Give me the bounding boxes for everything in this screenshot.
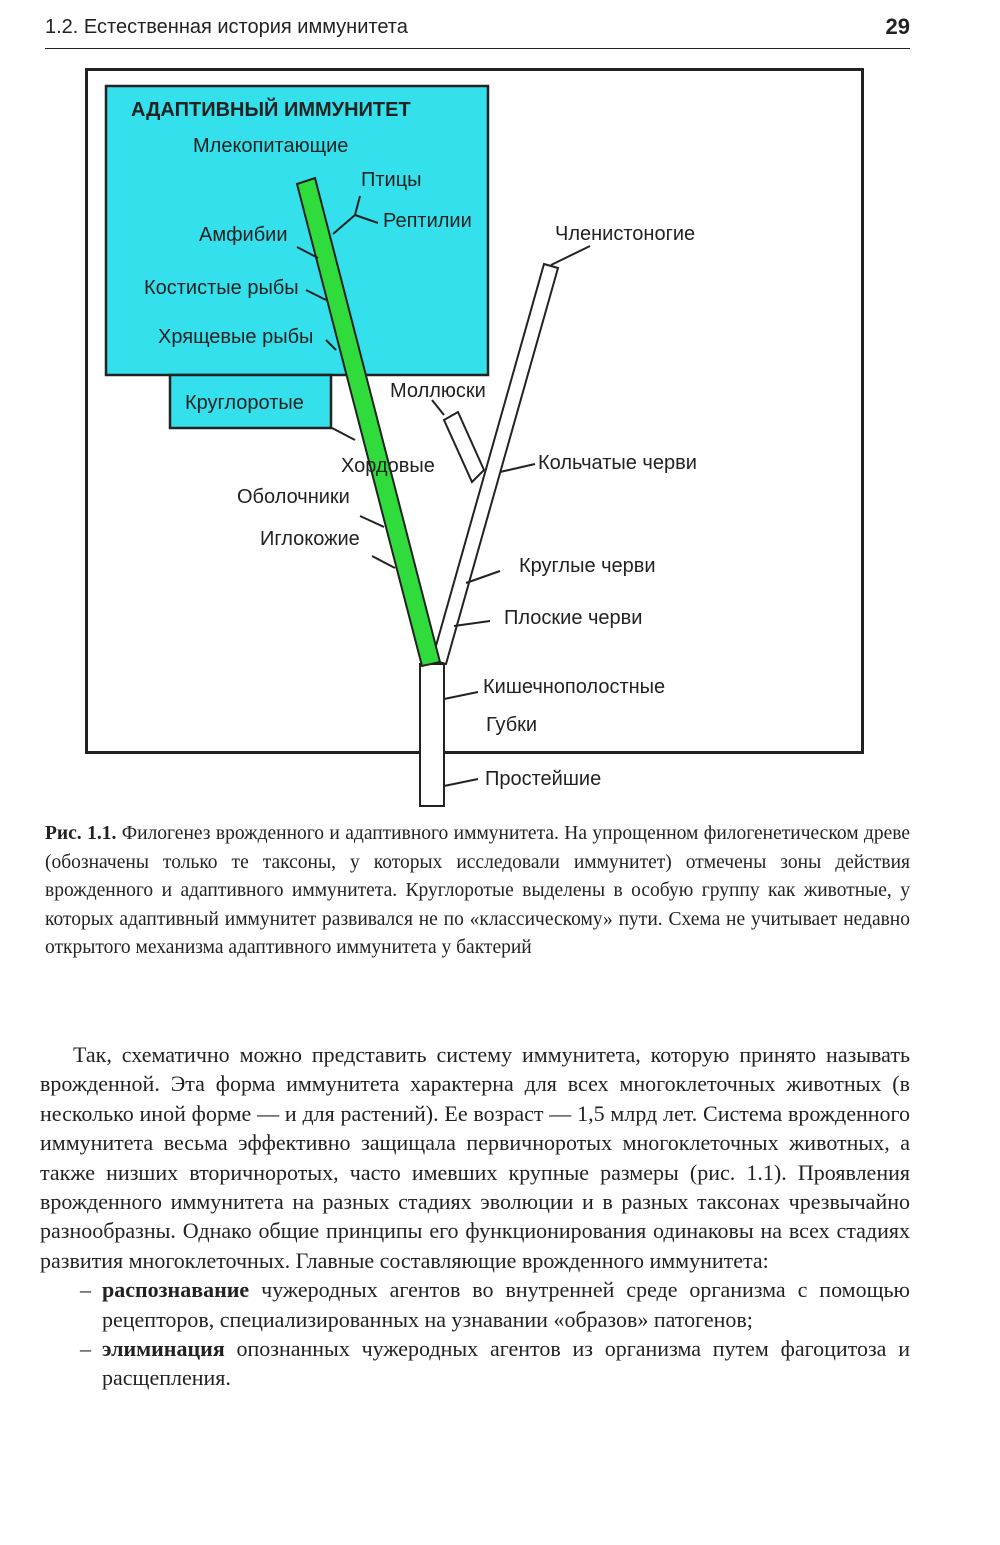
list-text: чужеродных агентов во внутренней среде о… (102, 1277, 910, 1332)
label-protozoa: Простейшие (485, 768, 601, 790)
label-cnidarians: Кишечнополостные (483, 676, 665, 698)
invertebrate-branch (430, 262, 560, 666)
list-term: элиминация (102, 1336, 225, 1362)
body-paragraph: Так, схематично можно представить систем… (40, 1042, 910, 1273)
tree-trunk (419, 663, 445, 807)
label-reptiles: Рептилии (383, 210, 472, 232)
list-text: опознанных чужеродных агентов из организ… (102, 1336, 910, 1391)
label-flatworms: Плоские черви (504, 607, 642, 629)
label-bony-fish: Костистые рыбы (144, 277, 299, 299)
list-dash: – (80, 1277, 91, 1303)
label-mammals: Млекопитающие (193, 135, 348, 157)
label-cyclostomes: Круглоротые (185, 392, 304, 414)
section-title: 1.2. Естественная история иммунитета (45, 16, 408, 38)
list-dash: – (80, 1336, 91, 1362)
label-birds: Птицы (361, 169, 422, 191)
label-molluscs: Моллюски (390, 380, 486, 402)
list-item: – элиминация опознанных чужеродных агент… (40, 1334, 910, 1393)
figure-frame (85, 68, 864, 754)
vertebrate-branch (295, 176, 442, 668)
body-text: Так, схематично можно представить систем… (40, 1040, 910, 1393)
figure-caption: Рис. 1.1. Филогенез врожденного и адапти… (45, 820, 910, 963)
components-list: – распознавание чужеродных агентов во вн… (40, 1275, 910, 1393)
label-amphibians: Амфибии (199, 224, 288, 246)
label-arthropods: Членистоногие (555, 223, 695, 245)
label-chordates: Хордовые (341, 455, 435, 477)
label-echinoderms: Иглокожие (260, 528, 360, 550)
adaptive-immunity-box (104, 84, 490, 377)
label-sponges: Губки (486, 714, 537, 736)
label-annelids: Кольчатые черви (538, 452, 697, 474)
list-item: – распознавание чужеродных агентов во вн… (40, 1275, 910, 1334)
caption-label: Рис. 1.1. (45, 823, 117, 844)
cyclostomes-box (168, 373, 333, 430)
tree-ticks (296, 195, 591, 787)
phylogenetic-tree-figure: АДАПТИВНЫЙ ИММУНИТЕТ Млекопитающие Птицы… (104, 84, 697, 807)
label-cartilaginous-fish: Хрящевые рыбы (158, 326, 313, 348)
label-roundworms: Круглые черви (519, 555, 656, 577)
adaptive-immunity-title: АДАПТИВНЫЙ ИММУНИТЕТ (131, 97, 411, 121)
running-head: 1.2. Естественная история иммунитета 29 (45, 14, 910, 49)
page-number: 29 (885, 14, 910, 39)
caption-text: Филогенез врожденного и адаптивного имму… (45, 823, 911, 958)
list-term: распознавание (102, 1277, 250, 1303)
mollusc-branch (442, 410, 486, 484)
label-tunicates: Оболочники (237, 486, 350, 508)
